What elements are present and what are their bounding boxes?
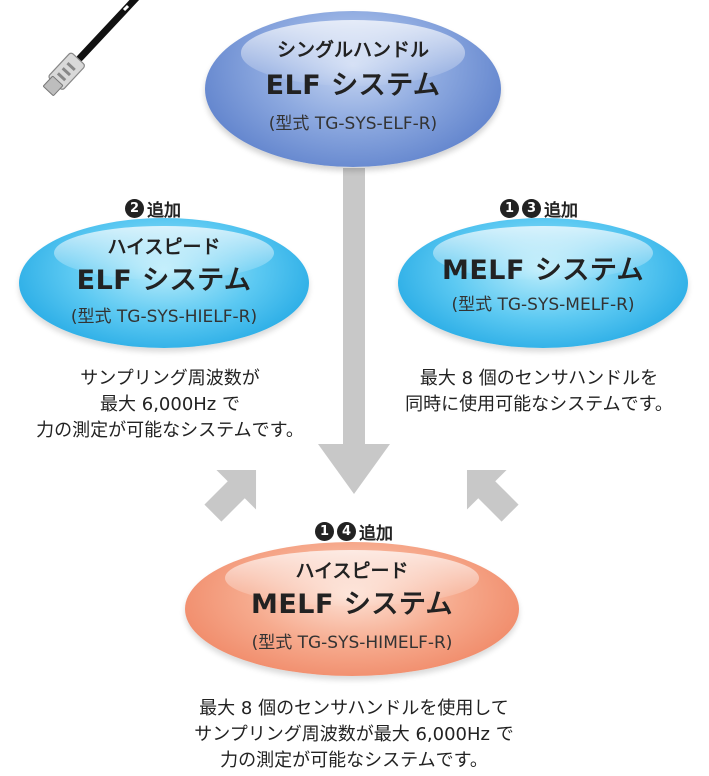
node-subtitle: ハイスピード xyxy=(107,236,221,258)
node-title: ELF システム xyxy=(76,265,252,296)
number-badge: 4 xyxy=(337,522,356,541)
description-line: 力の測定が可能なシステムです。 xyxy=(36,420,304,441)
node-title: ELF システム xyxy=(265,70,441,101)
description-line: 最大 8 個のセンサハンドルを xyxy=(419,368,659,389)
himelf-description: 最大 8 個のセンサハンドルを使用して サンプリング周波数が最大 6,000Hz… xyxy=(154,696,554,774)
description-line: 最大 6,000Hz で xyxy=(100,394,240,415)
hielf-system-node: ハイスピード ELF システム (型式 TG-SYS-HIELF-R) xyxy=(19,218,309,348)
add-label: 追加 xyxy=(544,201,578,221)
add-label: 追加 xyxy=(147,201,181,221)
add-label: 追加 xyxy=(359,524,393,544)
description-line: サンプリング周波数が xyxy=(80,368,260,389)
node-subtitle: シングルハンドル xyxy=(276,39,429,61)
bottom-add-badge: 1 4 追加 xyxy=(315,519,393,544)
himelf-system-node: ハイスピード MELF システム (型式 TG-SYS-HIMELF-R) xyxy=(185,542,519,676)
node-title: MELF システム xyxy=(441,255,645,286)
melf-system-node: MELF システム (型式 TG-SYS-MELF-R) xyxy=(398,218,688,348)
elf-system-node: シングルハンドル ELF システム (型式 TG-SYS-ELF-R) xyxy=(205,11,501,167)
arrow-down-right-icon xyxy=(204,469,257,522)
description-line: 同時に使用可能なシステムです。 xyxy=(405,394,673,415)
number-badge: 3 xyxy=(522,199,541,218)
node-model: (型式 TG-SYS-MELF-R) xyxy=(451,295,635,315)
description-line: 最大 8 個のセンサハンドルを使用して xyxy=(199,698,509,719)
node-model: (型式 TG-SYS-HIELF-R) xyxy=(70,307,258,327)
number-badge: 2 xyxy=(125,199,144,218)
arrow-down-left-icon xyxy=(466,469,519,522)
node-model: (型式 TG-SYS-HIMELF-R) xyxy=(251,633,453,653)
arrow-down-icon xyxy=(318,168,390,494)
description-line: サンプリング周波数が最大 6,000Hz で xyxy=(194,724,514,745)
node-model: (型式 TG-SYS-ELF-R) xyxy=(268,114,438,134)
melf-description: 最大 8 個のセンサハンドルを 同時に使用可能なシステムです。 xyxy=(369,366,709,418)
node-subtitle: ハイスピード xyxy=(295,560,409,582)
number-badge: 1 xyxy=(315,522,334,541)
node-title: MELF システム xyxy=(250,589,454,620)
number-badge: 1 xyxy=(500,199,519,218)
usb-cable-icon xyxy=(43,0,140,96)
right-add-badge: 1 3 追加 xyxy=(500,196,578,221)
description-line: 力の測定が可能なシステムです。 xyxy=(220,750,488,771)
hielf-description: サンプリング周波数が 最大 6,000Hz で 力の測定が可能なシステムです。 xyxy=(0,366,340,444)
left-add-badge: 2 追加 xyxy=(125,196,181,221)
